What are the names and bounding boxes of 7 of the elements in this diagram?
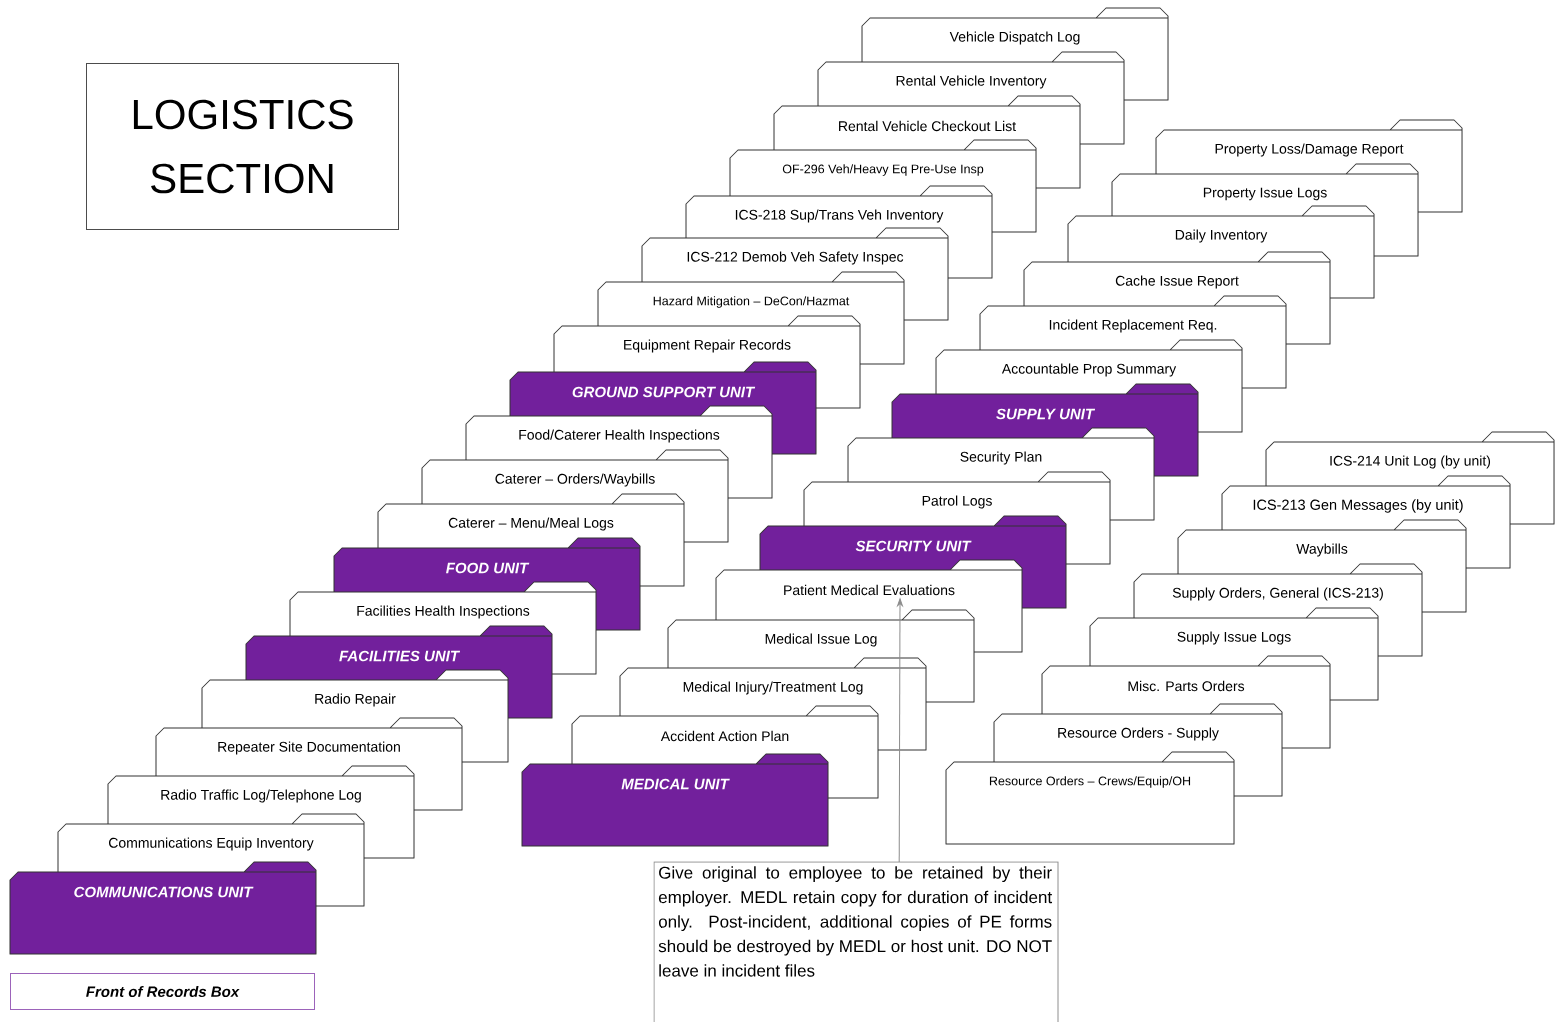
file-folder: MEDICAL UNIT <box>521 753 829 847</box>
file-folder: Resource Orders – Crews/Equip/OH <box>945 751 1235 845</box>
note-box: Give original to employee to be retained by their employer. MEDL retain copy for duration of incident only. Post-incident, additional copies of PE forms should be destroyed by MEDL or host unit. DO NOT leave in incident files <box>653 861 1059 1022</box>
file-folder: COMMUNICATIONS UNIT <box>9 861 317 955</box>
title-box: LOGISTICS SECTION <box>86 63 399 230</box>
leader-arrow <box>897 598 903 863</box>
caption-box: Front of Records Box <box>10 973 315 1010</box>
